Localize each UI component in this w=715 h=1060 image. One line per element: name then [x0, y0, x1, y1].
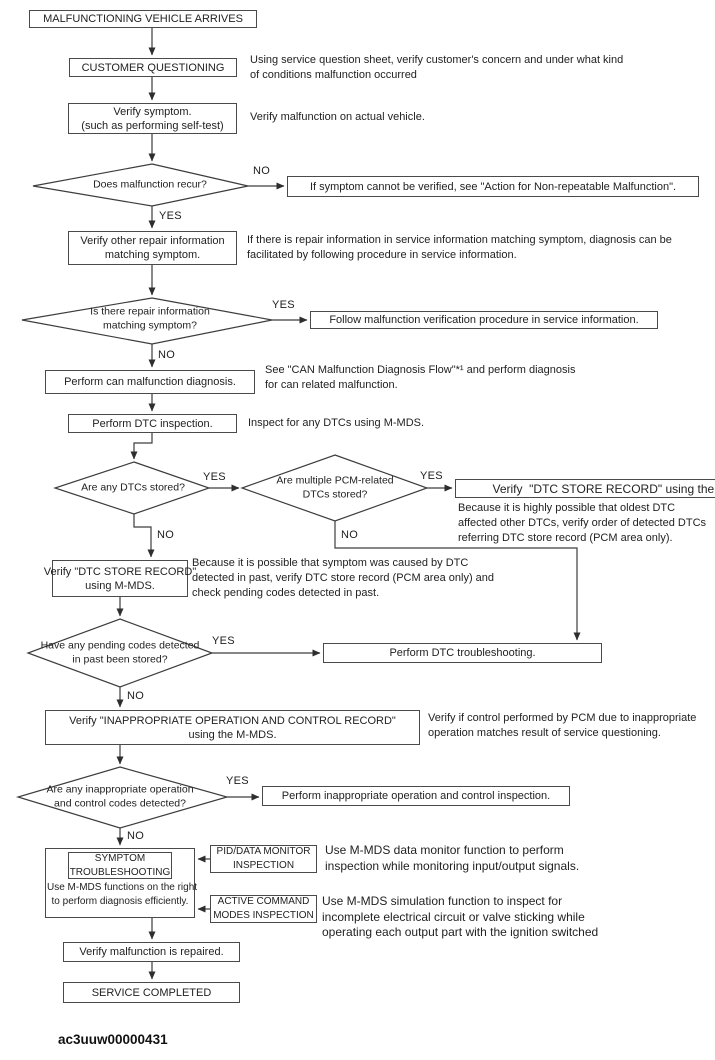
- note-verify-other-repair: If there is repair information in servic…: [247, 234, 672, 261]
- process-box-verify-dtc-store-record-left: Verify "DTC STORE RECORD"using M-MDS.: [44, 560, 196, 597]
- branch-label-inappropriate-yes: YES: [226, 775, 249, 787]
- branch-label-multiple-dtcs-yes: YES: [420, 470, 443, 482]
- note-pid-monitor: Use M-MDS data monitor function to perfo…: [325, 843, 580, 873]
- edge-multiple-dtcs-no: [334, 521, 581, 641]
- decision-are-inappropriate-codes-detected: [15, 766, 230, 829]
- note-active-command: Use M-MDS simulation function to inspect…: [322, 894, 599, 939]
- decision-is-there-repair-information: [21, 297, 273, 345]
- process-box-service-completed: SERVICE COMPLETED: [63, 982, 240, 1003]
- process-box-verify-symptom: Verify symptom.(such as performing self-…: [68, 103, 237, 134]
- note-customer-questioning: Using service question sheet, verify cus…: [250, 54, 624, 81]
- note-inappropriate-record: Verify if control performed by PCM due t…: [428, 712, 697, 739]
- process-box-verify-inappropriate-operation-record: Verify "INAPPROPRIATE OPERATION AND CONT…: [45, 710, 420, 745]
- branch-label-repair-info-yes: YES: [272, 299, 295, 311]
- note-verify-symptom: Verify malfunction on actual vehicle.: [250, 111, 425, 123]
- process-box-verify-dtc-store-record-right: Verify "DTC STORE RECORD" using the M-MD…: [455, 479, 715, 498]
- branch-label-pending-yes: YES: [212, 635, 235, 647]
- branch-label-recur-no: NO: [253, 165, 271, 177]
- decision-are-multiple-pcm-dtcs-stored: [240, 454, 429, 522]
- branch-label-dtcs-stored-yes: YES: [203, 471, 226, 483]
- process-box-action-for-non-repeatable: If symptom cannot be verified, see "Acti…: [287, 176, 699, 197]
- process-box-follow-malfunction-verification: Follow malfunction verification procedur…: [310, 311, 658, 329]
- branch-label-multiple-dtcs-no: NO: [341, 529, 359, 541]
- branch-label-dtcs-stored-no: NO: [157, 529, 175, 541]
- decision-have-pending-codes-stored: [26, 618, 214, 688]
- note-can-diagnosis: See "CAN Malfunction Diagnosis Flow"*¹ a…: [265, 364, 576, 391]
- branch-label-repair-info-no: NO: [158, 349, 176, 361]
- decision-does-malfunction-recur: [32, 163, 249, 207]
- process-box-customer-questioning: CUSTOMER QUESTIONING: [69, 58, 237, 77]
- process-box-perform-dtc-inspection: Perform DTC inspection.: [68, 414, 237, 433]
- process-box-verify-malfunction-repaired: Verify malfunction is repaired.: [63, 942, 240, 962]
- decision-are-any-dtcs-stored: [53, 461, 211, 515]
- process-box-perform-can-malfunction-diagnosis: Perform can malfunction diagnosis.: [45, 370, 255, 394]
- figure-code: ac3uuw00000431: [58, 1032, 168, 1047]
- process-box-perform-inappropriate-inspection: Perform inappropriate operation and cont…: [262, 786, 570, 806]
- branch-label-inappropriate-no: NO: [127, 830, 145, 842]
- process-box-perform-dtc-troubleshooting: Perform DTC troubleshooting.: [323, 643, 602, 663]
- branch-label-recur-yes: YES: [159, 210, 182, 222]
- edge-dtc-inspection-to-dtcs-stored: [130, 433, 153, 460]
- process-box-malfunctioning-vehicle-arrives: MALFUNCTIONING VEHICLE ARRIVES: [29, 10, 257, 28]
- decision-label-does-malfunction-recur: Does malfunction recur?: [93, 178, 207, 191]
- note-dtc-inspection: Inspect for any DTCs using M-MDS.: [248, 417, 425, 429]
- note-dtc-store-right: Because it is highly possible that oldes…: [458, 502, 707, 544]
- decision-label-are-any-dtcs-stored: Are any DTCs stored?: [81, 481, 185, 494]
- edge-dtcs-stored-no: [133, 514, 155, 558]
- note-dtc-store-left: Because it is possible that symptom was …: [192, 557, 495, 599]
- branch-label-pending-no: NO: [127, 690, 145, 702]
